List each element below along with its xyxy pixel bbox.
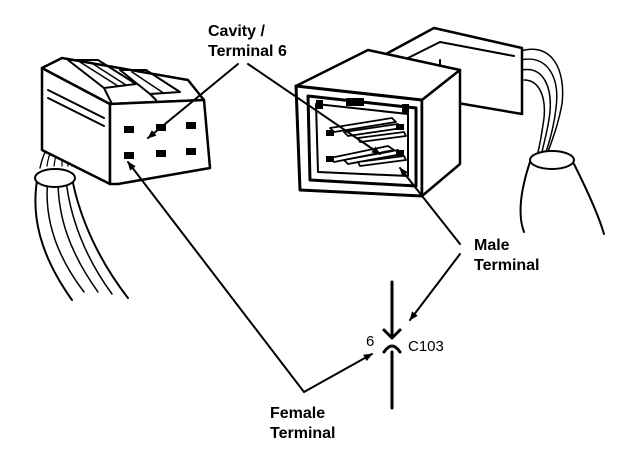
male-pins bbox=[326, 117, 407, 167]
female-housing bbox=[40, 56, 212, 186]
cavity-label-line1: Cavity / bbox=[208, 23, 265, 40]
cavity-leader-female bbox=[147, 63, 239, 139]
female-leader-symbol bbox=[303, 353, 373, 393]
female-leader-cavity bbox=[127, 161, 305, 393]
female-terminal-symbol bbox=[382, 344, 402, 354]
female-label-line2: Terminal bbox=[270, 425, 336, 442]
female-label-line1: Female bbox=[270, 405, 325, 422]
cavity-3 bbox=[186, 122, 196, 129]
cavity-1 bbox=[124, 126, 134, 133]
cavity-4 bbox=[186, 148, 196, 155]
pin-6 bbox=[357, 155, 407, 167]
male-terminal-symbol bbox=[382, 328, 402, 340]
male-leader-pin bbox=[399, 167, 461, 245]
cavity-6 bbox=[124, 152, 134, 159]
leader-lines bbox=[127, 63, 461, 393]
male-wire-bundle bbox=[517, 48, 605, 235]
male-leader-symbol bbox=[409, 253, 461, 321]
male-label-line2: Terminal bbox=[474, 257, 540, 274]
callout-labels: Cavity / Terminal 6 Male Terminal Female… bbox=[208, 23, 540, 442]
male-label-line1: Male bbox=[474, 237, 510, 254]
cavity-5 bbox=[156, 150, 166, 157]
male-housing bbox=[294, 48, 462, 198]
cavity-label-line2: Terminal 6 bbox=[208, 43, 287, 60]
male-connector bbox=[294, 26, 605, 235]
connector-id: C103 bbox=[408, 338, 444, 355]
cavity-number: 6 bbox=[366, 333, 374, 350]
female-connector bbox=[34, 56, 212, 301]
cavity-leader-male bbox=[247, 63, 381, 155]
connector-schematic-symbol: 6 C103 bbox=[366, 280, 444, 410]
